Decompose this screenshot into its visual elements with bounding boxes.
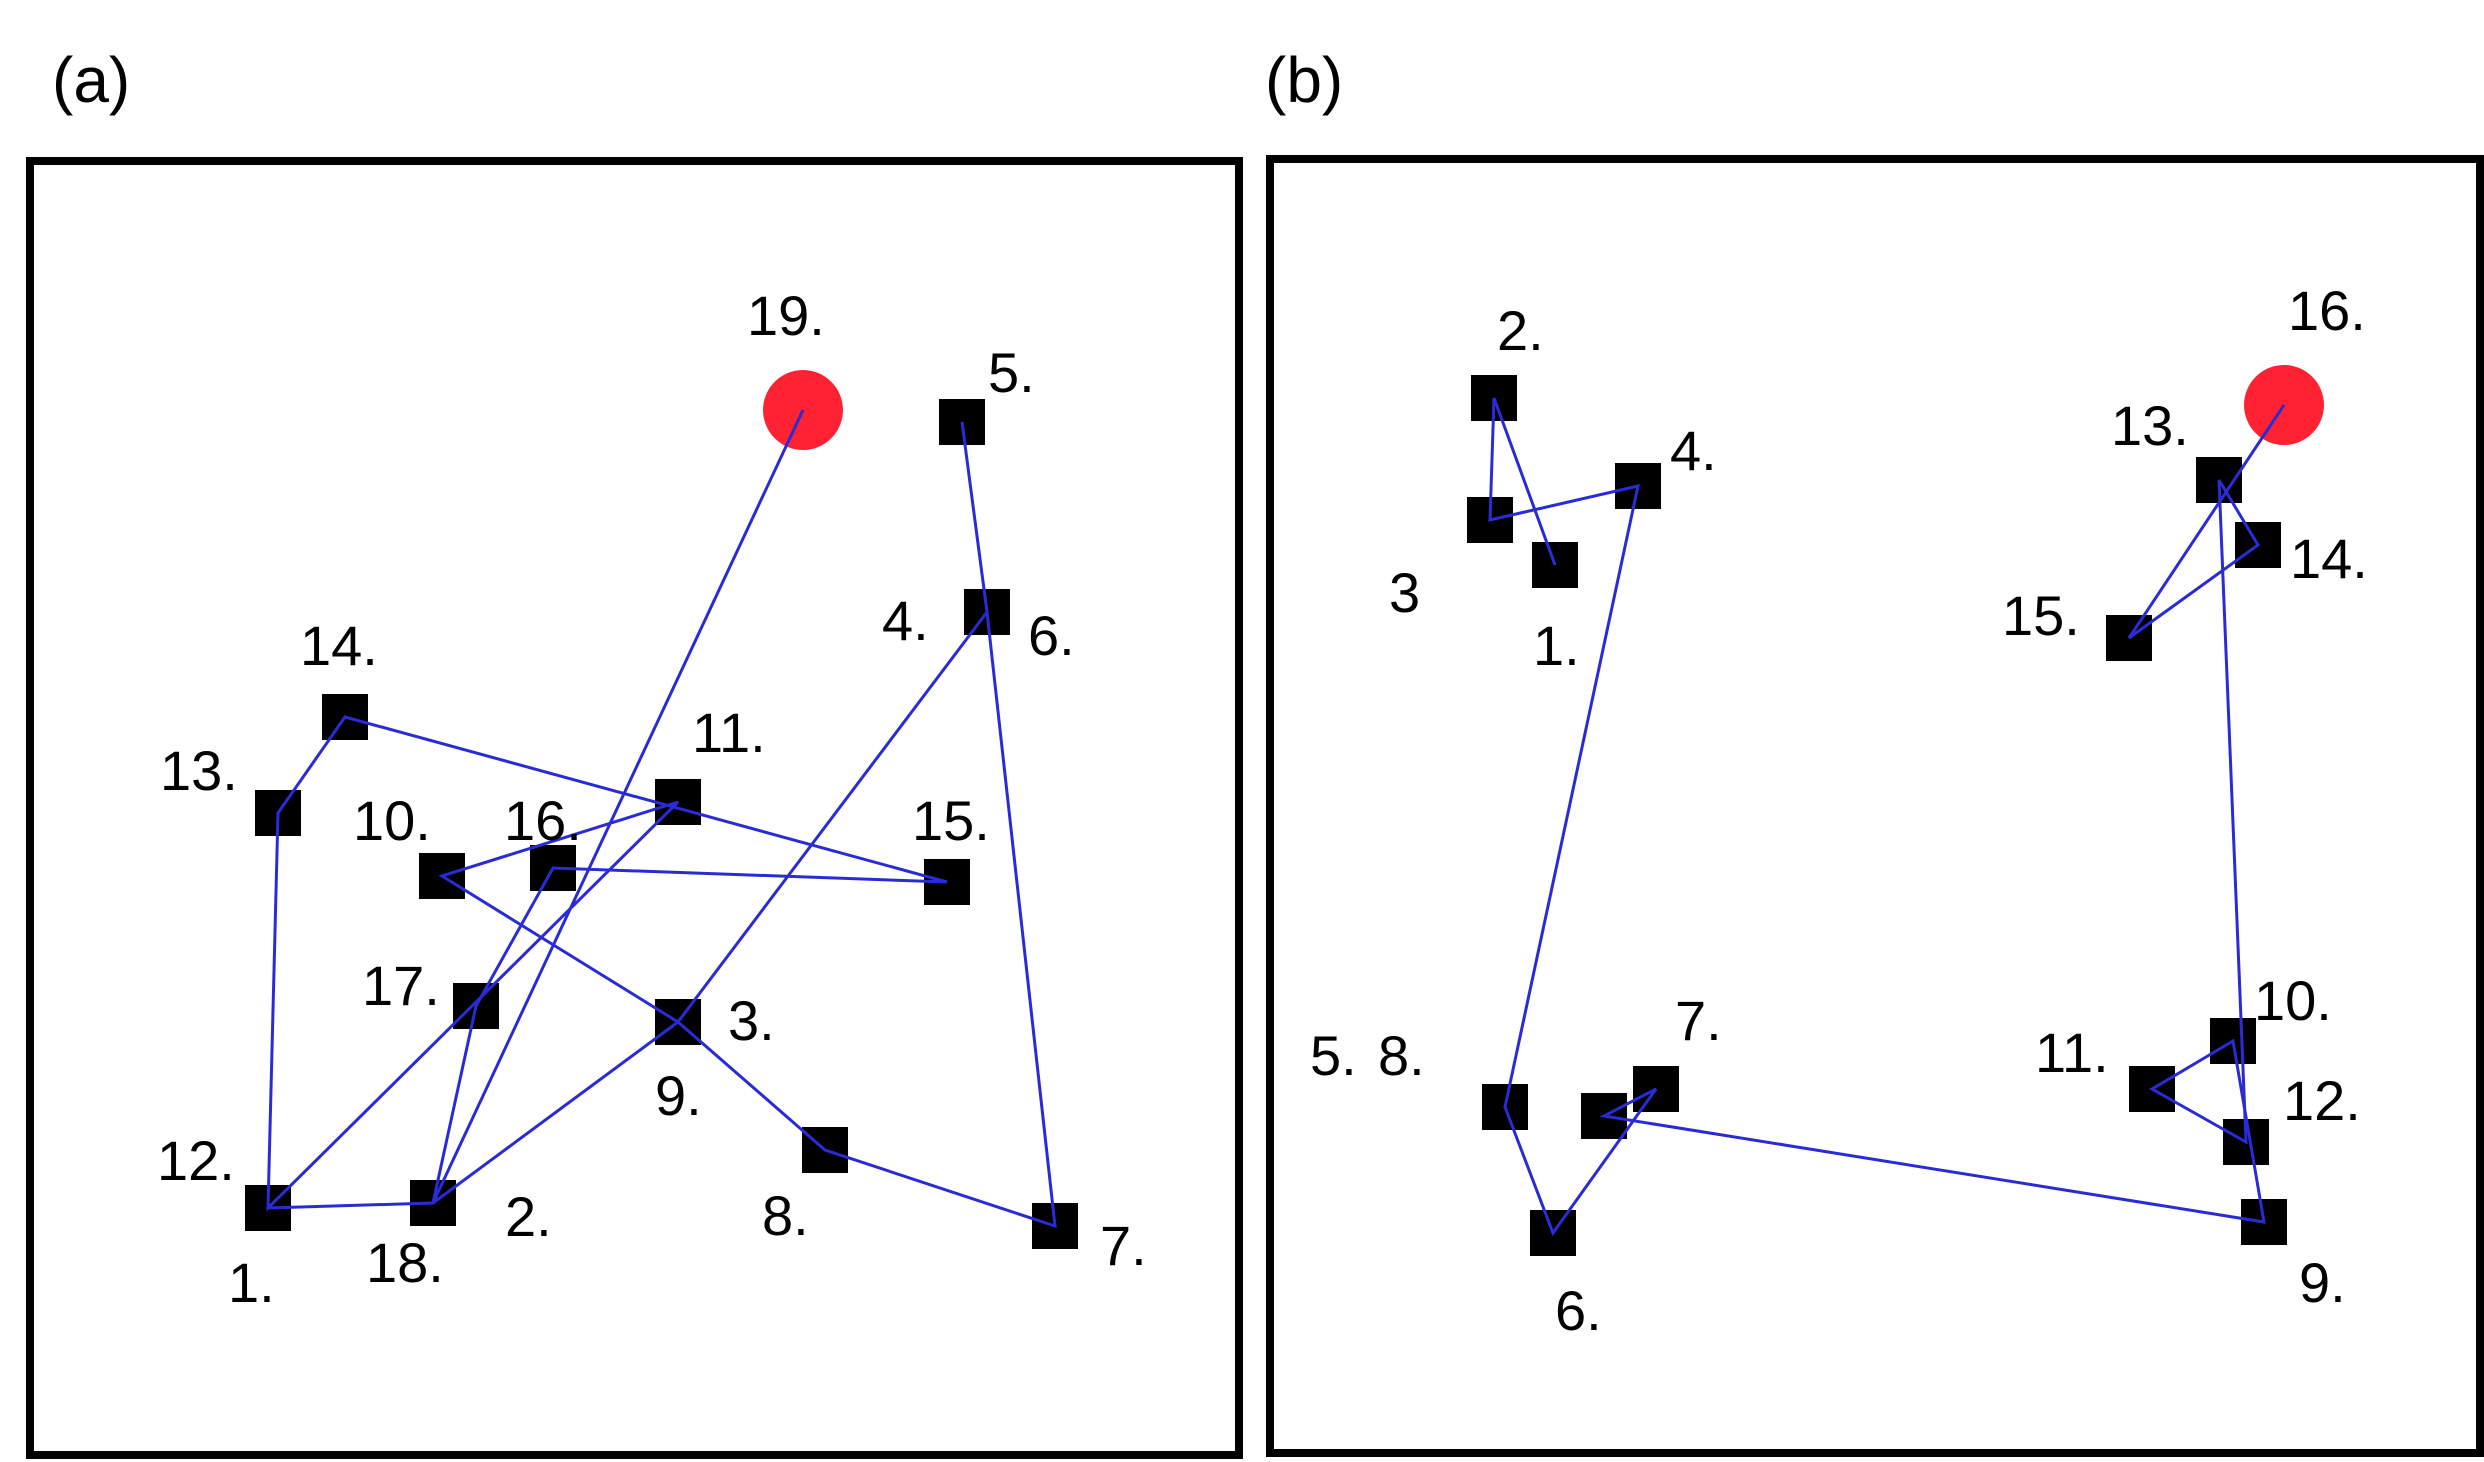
path-line <box>266 409 1057 1229</box>
node-label: 5. <box>988 341 1035 404</box>
node-label: 15. <box>912 789 990 852</box>
node-label: 9. <box>655 1064 702 1127</box>
node-label: 1. <box>228 1251 275 1314</box>
node-label: 1. <box>1533 614 1580 677</box>
node-label: 16. <box>2288 279 2366 342</box>
node-label: 18. <box>366 1231 444 1294</box>
node-label: 12. <box>157 1129 235 1192</box>
node-label: 8. <box>762 1184 809 1247</box>
node-label: 10. <box>353 789 431 852</box>
node-label: 5. <box>1310 1024 1357 1087</box>
node-label: 17. <box>362 954 440 1017</box>
panel-a-graph: 1. 2. 3. 4. 5. 6. 7. 8. 9. 10. 11. 12. 13. 14. 15. 16. 1… <box>157 284 1147 1314</box>
node-label: 3 <box>1389 561 1420 624</box>
node-label: 10. <box>2254 969 2332 1032</box>
panel-b-graph: 1. 2. 3 4. 5. 6. 7. 8. 9. 10. 11. 12. 13. 14. 15. 16. <box>1310 279 2368 1342</box>
node-label: 14. <box>300 614 378 677</box>
node-label: 6. <box>1028 604 1075 667</box>
node-label: 13. <box>2111 394 2189 457</box>
node-label: 3. <box>728 989 775 1052</box>
node-label: 11. <box>2035 1021 2109 1084</box>
node-label: 14. <box>2290 527 2368 590</box>
node-label: 19. <box>747 284 825 347</box>
node-label: 2. <box>505 1185 552 1248</box>
node-label: 2. <box>1497 299 1544 362</box>
node-label: 16. <box>504 789 582 852</box>
node-label: 13. <box>160 739 238 802</box>
node-label: 6. <box>1555 1279 1602 1342</box>
node-label: 7. <box>1100 1214 1147 1277</box>
node-label: 4. <box>882 589 929 652</box>
node-label: 9. <box>2299 1251 2346 1314</box>
path-line <box>1488 397 2286 1237</box>
node-label: 12. <box>2283 1069 2361 1132</box>
node-label: 4. <box>1670 419 1717 482</box>
node-label: 8. <box>1378 1024 1425 1087</box>
panel-a-label: (a) <box>52 44 131 116</box>
node-label: 7. <box>1675 989 1722 1052</box>
node-label: 11. <box>692 701 766 764</box>
node-label: 15. <box>2002 584 2080 647</box>
panel-b-label: (b) <box>1265 44 1344 116</box>
